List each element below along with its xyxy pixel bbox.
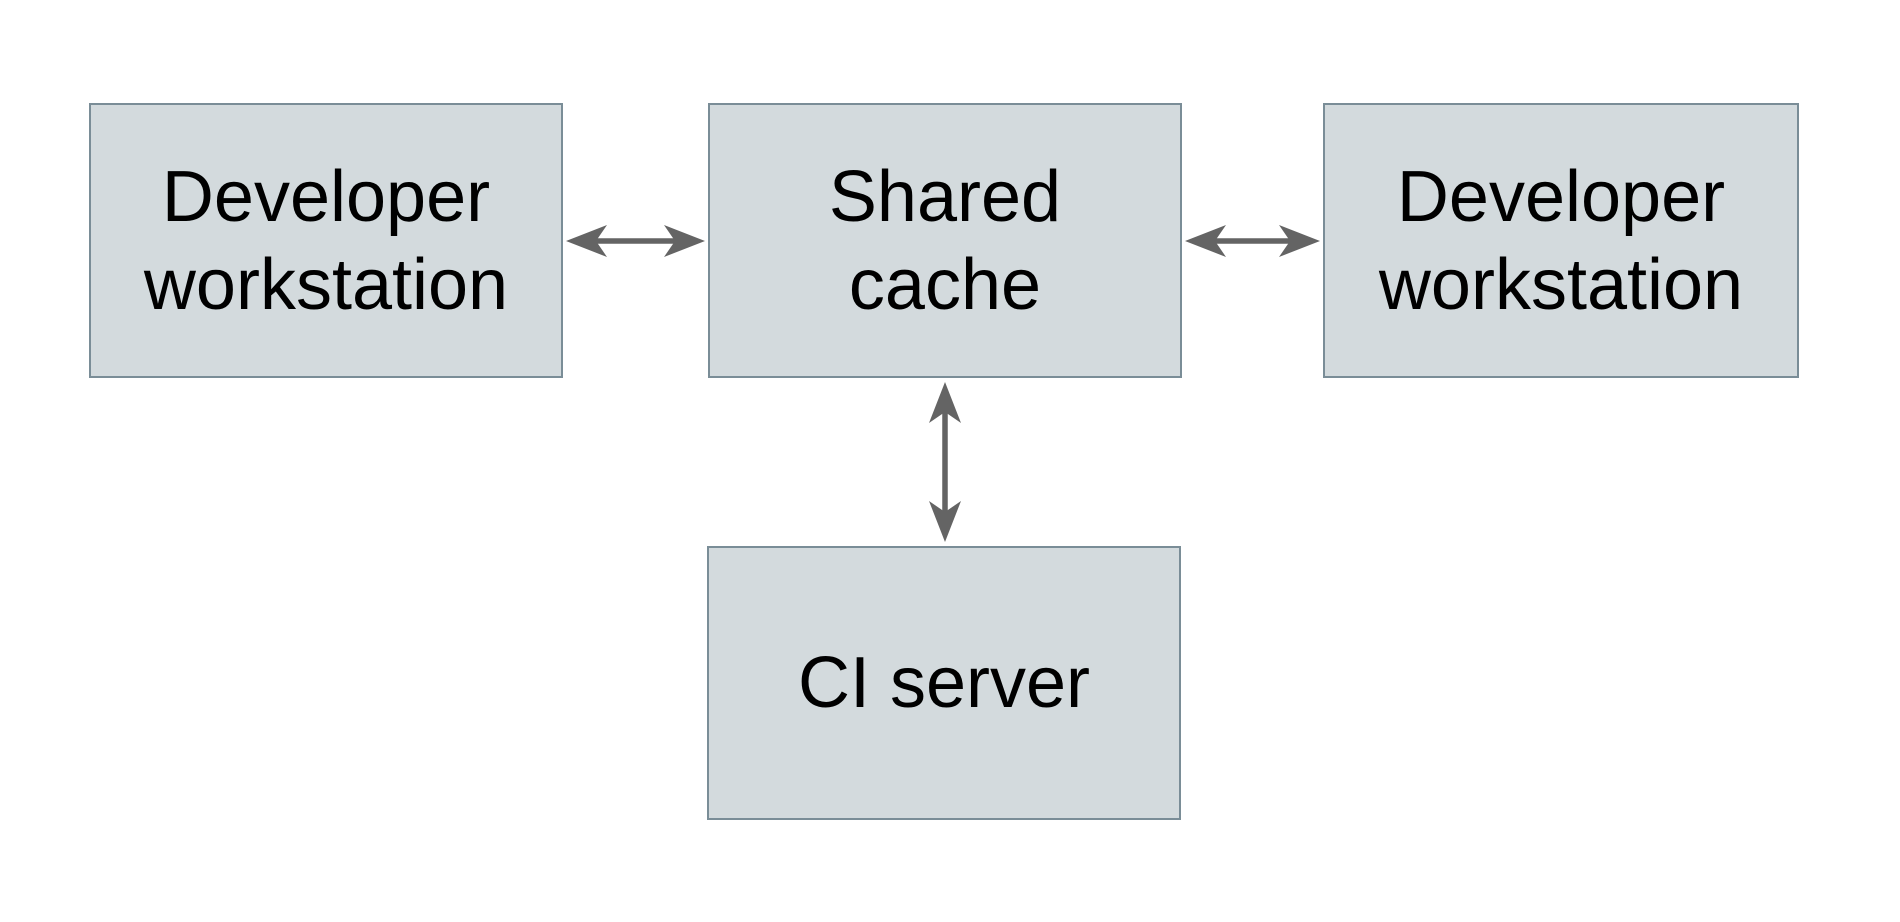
bidirectional-arrow-left-workstation-cache — [566, 225, 705, 257]
node-developer-workstation-left: Developer workstation — [89, 103, 563, 378]
bidirectional-arrow-cache-ci-server — [929, 382, 961, 542]
node-ci-server: CI server — [707, 546, 1181, 820]
node-ci-server-label: CI server — [798, 639, 1090, 727]
node-shared-cache: Shared cache — [708, 103, 1182, 378]
label-line: Developer — [161, 156, 491, 237]
label-line: Developer — [1396, 156, 1726, 237]
bidirectional-arrow-cache-right-workstation — [1185, 225, 1320, 257]
label-line: workstation — [1378, 244, 1744, 325]
node-developer-workstation-right: Developer workstation — [1323, 103, 1799, 378]
node-shared-cache-label: Shared cache — [829, 153, 1061, 329]
label-line: cache — [848, 244, 1042, 325]
node-developer-workstation-left-label: Developer workstation — [144, 153, 508, 329]
label-line: workstation — [143, 244, 509, 325]
label-line: CI server — [797, 643, 1091, 723]
node-developer-workstation-right-label: Developer workstation — [1379, 153, 1743, 329]
label-line: Shared — [828, 156, 1062, 237]
